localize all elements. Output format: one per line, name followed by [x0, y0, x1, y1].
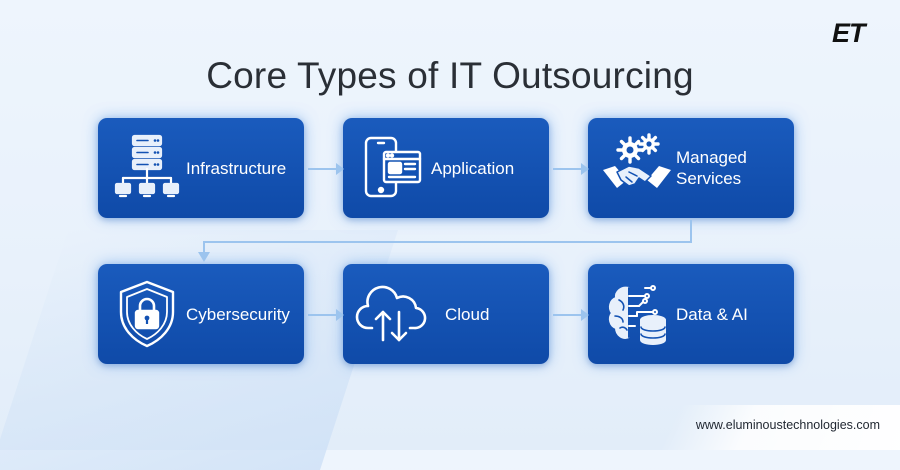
card-cloud: Cloud: [343, 264, 549, 364]
handshake-gears-icon: [598, 129, 676, 207]
card-managed-services: Managed Services: [588, 118, 794, 218]
card-data-ai: Data & AI: [588, 264, 794, 364]
arrow-right-icon: [308, 163, 344, 175]
brand-logo: ET: [832, 18, 866, 48]
card-infrastructure: Infrastructure: [98, 118, 304, 218]
card-label: Infrastructure: [186, 158, 287, 178]
card-cybersecurity: Cybersecurity: [98, 264, 304, 364]
mobile-app-icon: [353, 129, 431, 207]
server-network-icon: [108, 129, 186, 207]
brain-database-icon: [598, 275, 676, 353]
card-label: Managed Services: [676, 148, 747, 188]
card-label: Cybersecurity: [186, 304, 290, 324]
cloud-sync-icon: [353, 275, 431, 353]
arrow-right-icon: [553, 309, 589, 321]
footer-url: www.eluminoustechnologies.com: [695, 418, 880, 432]
card-label: Data & AI: [676, 304, 748, 324]
card-label: Application: [431, 158, 515, 178]
arrow-connector-icon: [198, 220, 692, 262]
arrow-right-icon: [308, 309, 344, 321]
shield-lock-icon: [108, 275, 186, 353]
card-label: Cloud: [445, 304, 490, 324]
page-title: Core Types of IT Outsourcing: [206, 55, 694, 96]
card-application: Application: [343, 118, 549, 218]
arrow-right-icon: [553, 163, 589, 175]
